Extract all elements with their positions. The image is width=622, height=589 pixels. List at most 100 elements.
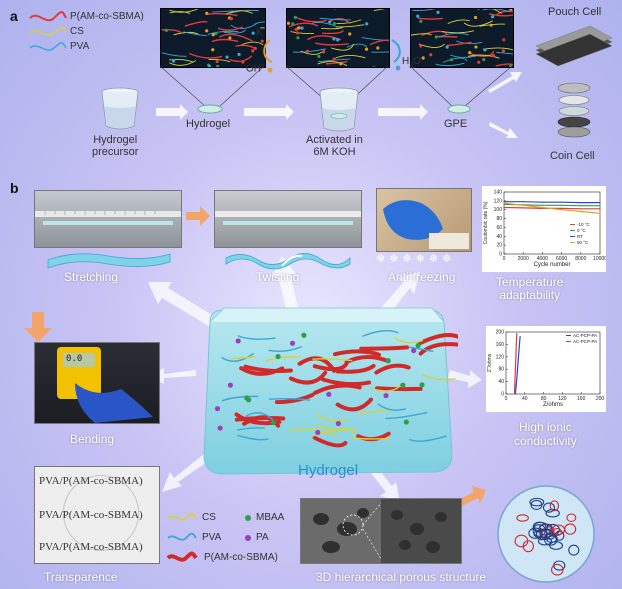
data-point <box>517 359 519 361</box>
network-strand <box>477 9 503 14</box>
crosslink-node <box>415 342 421 349</box>
crosslink-node <box>235 338 241 344</box>
pam-chain <box>335 363 376 374</box>
network-node <box>305 49 310 53</box>
step-gpe-label: GPE <box>444 118 468 130</box>
network-node <box>216 64 220 67</box>
network-node <box>251 49 255 53</box>
network-node <box>260 39 264 43</box>
network-strand <box>479 23 506 27</box>
anti-freezing-photo <box>376 188 472 252</box>
network-chain <box>221 352 254 362</box>
pam-chain <box>274 392 315 405</box>
y-tick-label: 80 <box>498 367 504 373</box>
network-node <box>336 38 340 42</box>
pore <box>564 523 577 535</box>
data-point <box>514 381 516 383</box>
data-point <box>518 346 520 349</box>
pam-chain <box>234 415 286 422</box>
network-node <box>229 17 233 21</box>
data-point <box>541 206 543 209</box>
y-tick-label: 160 <box>496 342 505 348</box>
crosslink-node <box>383 393 389 399</box>
network-strand <box>411 33 432 36</box>
network-node <box>502 38 506 42</box>
network-node <box>445 45 449 49</box>
plot-frame <box>503 191 601 255</box>
network-strand <box>314 42 349 46</box>
ion-oh-label: OH− <box>246 62 266 75</box>
network-node <box>171 59 176 63</box>
data-point <box>580 210 582 213</box>
multimeter-reading: 0.0 <box>66 354 83 364</box>
network-node <box>365 22 369 26</box>
network-hydrogel-image <box>160 8 266 68</box>
crosslink-node <box>315 429 321 436</box>
data-point <box>513 393 516 395</box>
bending-label: Bending <box>70 432 115 446</box>
pam-chain <box>375 386 423 392</box>
pam-chain <box>312 361 349 372</box>
x-tick-label: 6000 <box>556 256 567 262</box>
network-strand <box>223 29 246 34</box>
network-chain <box>268 397 311 401</box>
data-point <box>541 204 543 206</box>
network-chain <box>385 411 428 420</box>
data-point <box>503 203 505 205</box>
network-strand <box>320 27 343 30</box>
crosslink-node <box>335 420 341 427</box>
network-node <box>482 57 486 62</box>
network-strand <box>441 30 475 34</box>
network-node <box>332 37 336 41</box>
data-point <box>580 205 582 207</box>
network-strand <box>230 22 258 30</box>
network-node <box>291 22 295 26</box>
network-strand <box>463 20 493 27</box>
legend-label: 0 °C <box>577 228 587 233</box>
network-node <box>321 50 326 54</box>
pore <box>545 508 560 518</box>
network-strand <box>253 21 265 25</box>
network-strand <box>260 27 265 29</box>
y-tick-label: 60 <box>496 225 502 231</box>
network-node <box>328 20 332 24</box>
network-node <box>434 35 438 39</box>
crosslink-node <box>217 425 223 431</box>
crosslink-node <box>403 419 409 425</box>
data-point <box>522 204 524 206</box>
network-strand <box>470 50 495 58</box>
network-node <box>436 10 440 14</box>
network-strand <box>332 55 366 60</box>
network-node <box>317 54 321 58</box>
legend-a-label-pam: P(AM-co-SBMA) <box>70 11 144 22</box>
legend-label: AC-PCP-PA <box>573 339 597 344</box>
network-strand <box>442 57 468 63</box>
x-tick-label: 40 <box>522 396 528 402</box>
network-chain <box>315 413 349 422</box>
network-strand <box>229 55 253 63</box>
network-node <box>364 47 369 51</box>
hydrogel-block <box>203 307 458 475</box>
network-chain <box>377 403 407 411</box>
network-node <box>490 15 495 19</box>
network-node <box>214 31 218 36</box>
network-node <box>474 45 478 49</box>
network-strand <box>218 33 253 42</box>
x-tick-label: 8000 <box>575 256 586 262</box>
stretching-photo <box>34 190 182 248</box>
network-strand <box>322 30 344 35</box>
network-node <box>253 46 257 50</box>
network-strand <box>346 43 368 48</box>
pouch-cell-label: Pouch Cell <box>548 6 602 18</box>
network-chain <box>237 434 269 441</box>
temperature-label: Temperature adaptability <box>496 275 564 302</box>
series-line <box>503 202 601 214</box>
network-gpe-image <box>410 8 514 68</box>
network-node <box>501 49 506 53</box>
gpe-disc-icon <box>447 104 471 114</box>
network-chain <box>361 330 399 337</box>
crosslink-node <box>301 332 307 338</box>
network-strand <box>482 47 513 51</box>
x-tick-label: 80 <box>541 396 547 402</box>
